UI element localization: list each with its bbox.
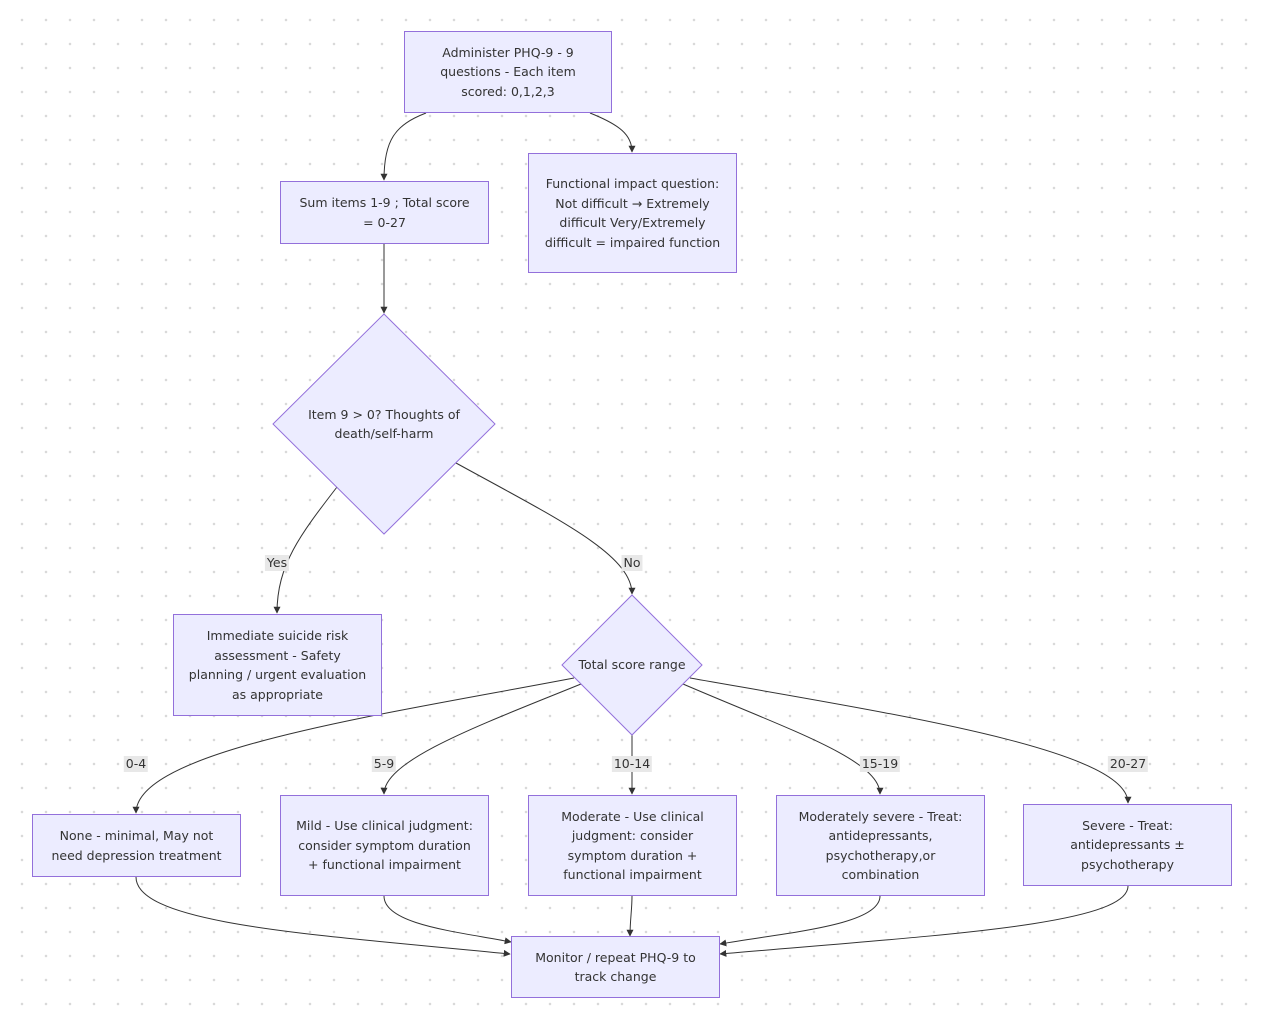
edge-none-monitor	[135, 876, 511, 957]
edge-item9-range	[455, 462, 636, 595]
functional-node: Functional impact question: Not difficul…	[528, 153, 737, 273]
item9-diamond	[272, 313, 496, 535]
moderate-node: Moderate - Use clinical judgment: consid…	[528, 795, 737, 896]
none-node: None - minimal, May not need depression …	[32, 814, 241, 877]
edge-modsevere-monitor	[719, 895, 881, 947]
edge-label-20-27: 20-27	[1107, 756, 1149, 772]
sum-node: Sum items 1-9 ; Total score = 0-27	[280, 181, 489, 244]
edge-range-none	[132, 677, 575, 814]
severe-node: Severe - Treat: antidepressants ± psycho…	[1023, 804, 1232, 886]
edge-label-yes: Yes	[264, 555, 290, 571]
edge-range-modsevere	[682, 683, 884, 795]
range-diamond	[561, 594, 703, 736]
administer-node: Administer PHQ-9 - 9 questions - Each it…	[404, 31, 612, 113]
edge-range-severe	[689, 677, 1132, 804]
edge-mild-monitor	[383, 895, 512, 945]
modsevere-node: Moderately severe - Treat: antidepressan…	[776, 795, 985, 896]
edge-label-5-9: 5-9	[371, 756, 397, 772]
edge-moderate-monitor	[626, 895, 634, 937]
suicide-node: Immediate suicide risk assessment - Safe…	[173, 614, 382, 716]
monitor-node: Monitor / repeat PHQ-9 to track change	[511, 936, 720, 998]
edge-range-mild	[380, 683, 582, 795]
edge-administer-sum	[380, 112, 427, 181]
item9-label: Item 9 > 0? Thoughts of death/self-harm	[308, 406, 460, 442]
edge-item9-suicide	[273, 486, 338, 614]
edge-severe-monitor	[719, 885, 1129, 957]
range-label: Total score range	[578, 657, 686, 673]
edge-label-10-14: 10-14	[611, 756, 653, 772]
edge-label-0-4: 0-4	[123, 756, 149, 772]
edge-label-no: No	[621, 555, 643, 571]
edge-label-15-19: 15-19	[859, 756, 901, 772]
edge-administer-functional	[589, 112, 636, 153]
mild-node: Mild - Use clinical judgment: consider s…	[280, 795, 489, 896]
